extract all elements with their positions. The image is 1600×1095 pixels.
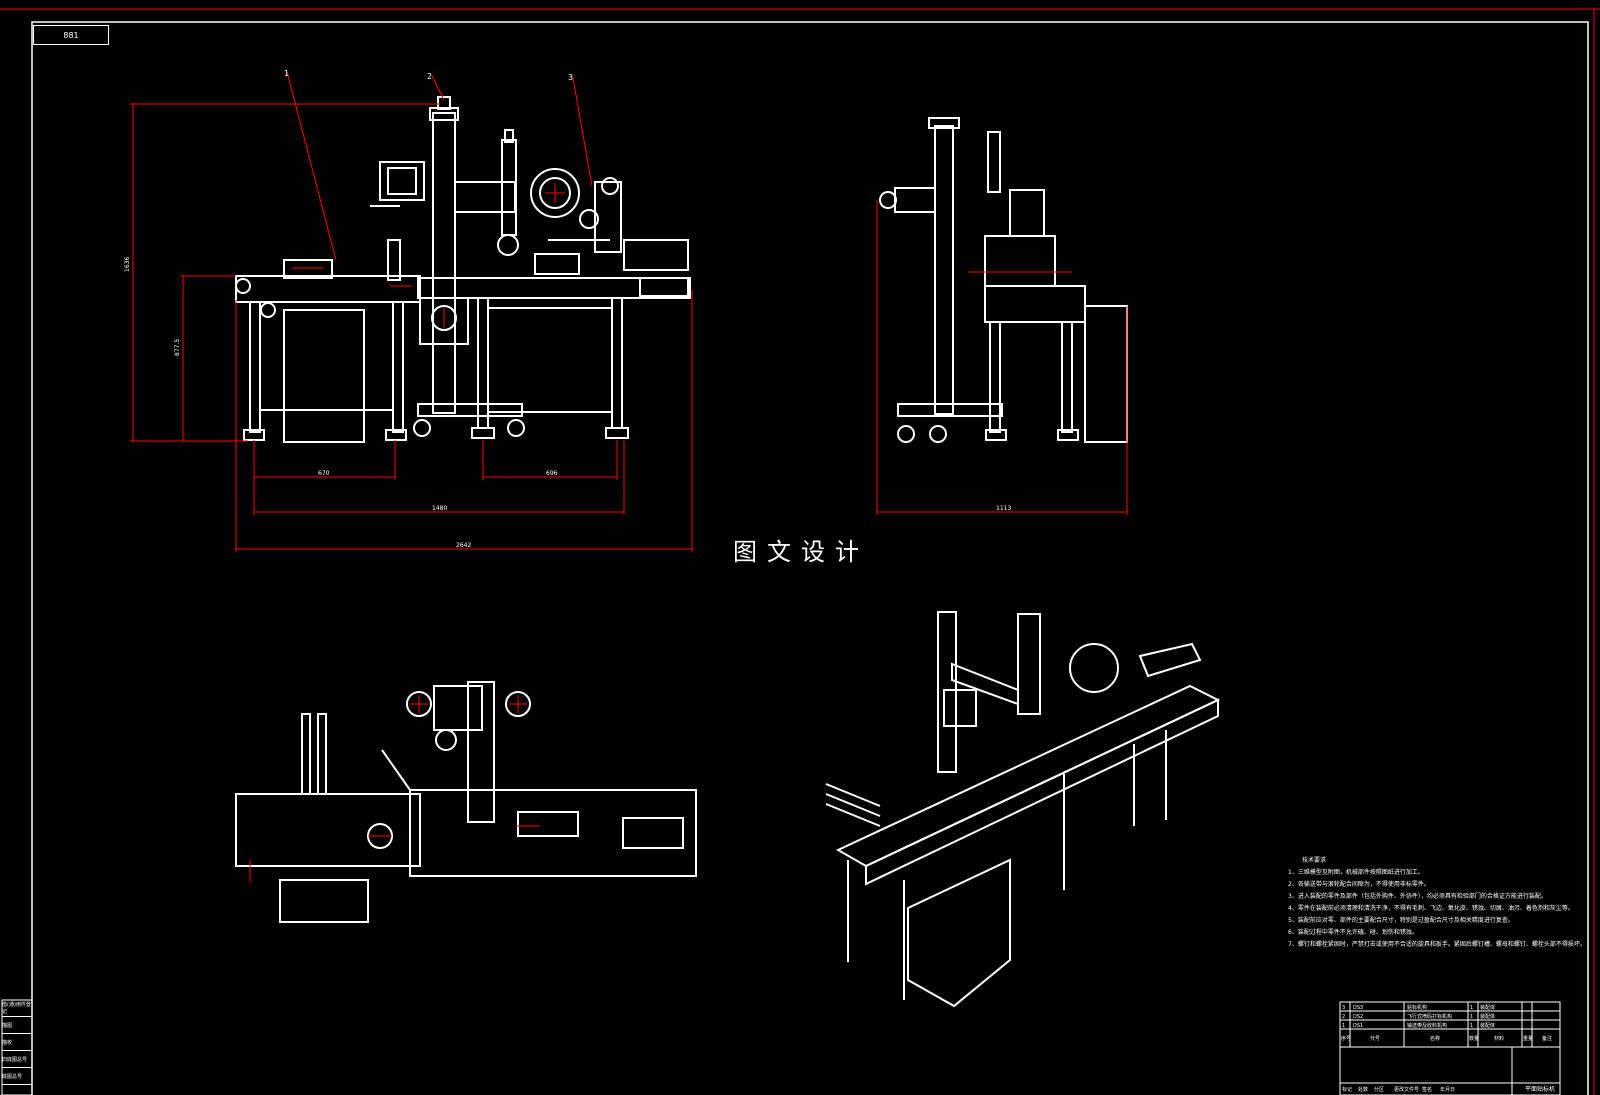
sign-cell: 更改文件号 — [1394, 1086, 1419, 1093]
dim-side-width: 1113 — [996, 505, 1011, 512]
requirement-item: 3、进入装配的零件及部件（包括外购件、外协件），均必须具有检验部门的合格证方能进… — [1288, 893, 1547, 900]
header-cell: 代号 — [1370, 1035, 1380, 1042]
watermark-text: 图文设计 — [733, 538, 869, 566]
top-view — [235, 681, 697, 923]
sign-cell: 分区 — [1374, 1086, 1384, 1093]
part-row-name: 贴标机构 — [1407, 1004, 1427, 1011]
part-row-material: 装配体 — [1480, 1004, 1495, 1011]
front-view — [235, 96, 691, 443]
dim-front-height-table: 877.5 — [174, 339, 181, 356]
callout-2: 2 — [427, 72, 432, 81]
side-stamp-cell: 描校 — [2, 1034, 32, 1051]
callout-3: 3 — [568, 73, 573, 82]
header-cell: 数量 — [1469, 1035, 1479, 1042]
technical-requirements-title: 技术要求 — [1302, 857, 1327, 864]
dim-front-width-legs: 1480 — [432, 505, 447, 512]
side-stamp-grid — [1, 999, 33, 1095]
requirement-item: 7、螺钉和螺栓紧固时，严禁打击或使用不合适的旋具和扳手。紧固后螺钉槽、螺母和螺钉… — [1288, 941, 1586, 948]
part-row-name: 飞行式喷码打标机构 — [1407, 1013, 1452, 1020]
front-view-centerlines — [292, 183, 565, 328]
dim-front-height-total: 1636 — [124, 257, 131, 272]
requirement-item: 6、装配过程中零件不允许磕、碰、划伤和锈蚀。 — [1288, 929, 1418, 936]
part-row-qty: 1 — [1470, 1023, 1473, 1029]
callout-labels: 1 2 3 — [284, 69, 573, 82]
part-row-no: 1 — [1342, 1023, 1345, 1029]
dim-front-width-total: 2642 — [456, 542, 471, 549]
machine-name: 平面贴标机 — [1525, 1085, 1555, 1093]
part-row-code: DS2 — [1353, 1014, 1363, 1020]
sign-cell: 签名 — [1422, 1086, 1432, 1093]
requirement-item: 4、零件在装配前必须清理和清洗干净，不得有毛刺、飞边、氧化皮、锈蚀、切屑、油污、… — [1288, 905, 1574, 912]
callout-1: 1 — [284, 69, 289, 78]
header-cell: 序号 — [1341, 1035, 1351, 1042]
drawing-number: 881 — [33, 25, 109, 45]
header-cell: 材料 — [1494, 1035, 1504, 1042]
dim-front-width-left: 670 — [318, 470, 330, 477]
part-row-no: 3 — [1342, 1005, 1345, 1011]
requirement-item: 5、装配前应对零、部件的主要配合尺寸，特别是过盈配合尺寸及相关精度进行复查。 — [1288, 917, 1514, 924]
isometric-view — [825, 611, 1221, 1008]
dimension-labels: 1636 877.5 670 696 1480 2642 1113 — [124, 257, 1011, 549]
requirement-item: 2、各输送带与滚轮配合间隙为，不得使用非标零件。 — [1288, 881, 1430, 888]
title-block-grid — [1339, 1001, 1561, 1095]
part-row-no: 2 — [1342, 1014, 1345, 1020]
header-cell: 重量 — [1523, 1035, 1533, 1042]
part-row-material: 装配体 — [1480, 1022, 1495, 1029]
side-view — [879, 117, 1128, 443]
sign-cell: 标记 — [1342, 1086, 1352, 1093]
side-stamp: 借(通)用件登记 描图 描校 旧底图总号 底图总号 — [2, 1000, 32, 1085]
dim-front-width-right: 696 — [546, 470, 558, 477]
technical-requirements: 技术要求 1、三维模型见附图，机械部件按照图纸进行加工。 2、各输送带与滚轮配合… — [1288, 855, 1588, 951]
side-stamp-cell: 底图总号 — [2, 1068, 32, 1085]
part-row-code: DS1 — [1353, 1023, 1363, 1029]
side-stamp-cell: 描图 — [2, 1017, 32, 1034]
side-view-dimensions — [876, 200, 1128, 515]
requirement-item: 1、三维模型见附图，机械部件按照图纸进行加工。 — [1288, 869, 1424, 876]
front-view-dimensions — [130, 71, 693, 552]
part-row-code: DS3 — [1353, 1005, 1363, 1011]
sheet-frame — [0, 8, 1600, 1095]
side-stamp-cell: 旧底图总号 — [2, 1051, 32, 1068]
header-cell: 备注 — [1542, 1035, 1552, 1042]
part-row-qty: 1 — [1470, 1005, 1473, 1011]
part-row-name: 输送带及收料机构 — [1407, 1022, 1447, 1029]
top-view-centerlines — [249, 695, 540, 882]
header-cell: 名称 — [1430, 1035, 1440, 1042]
parts-list: 3 DS3 贴标机构 1 装配体 2 DS2 飞行式喷码打标机构 1 装配体 1… — [1341, 1004, 1555, 1093]
part-row-material: 装配体 — [1480, 1013, 1495, 1020]
side-stamp-cell: 借(通)用件登记 — [2, 1002, 32, 1017]
part-row-qty: 1 — [1470, 1014, 1473, 1020]
sign-cell: 处数 — [1358, 1086, 1368, 1093]
sign-cell: 年月日 — [1440, 1086, 1455, 1093]
